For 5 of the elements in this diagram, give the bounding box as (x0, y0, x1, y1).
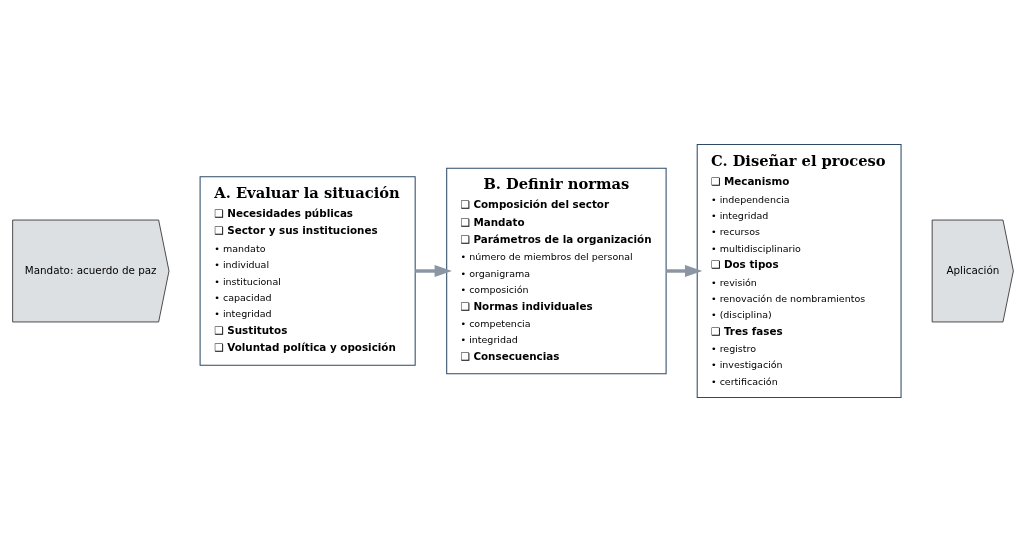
arrow (666, 264, 703, 277)
node-box: A. Evaluar la situación ❑ Necesidades públicas ❑ Sector y sus instituciones • mandato • individual • institucional • capacidad • integridad ❑ Sustitutos ❑ Voluntad política y oposición (199, 175, 416, 366)
node-box: B. Definir normas ❑ Composición del sector ❑ Mandato ❑ Parámetros de la organización • número de miembros del personal • organigrama • composición ❑ Normas individuales • competencia • integridad ❑ Consecuencias (446, 167, 667, 374)
node-box: C. Diseñar el proceso ❑ Mecanismo • independencia • integridad • recursos • multidisciplinario ❑ Dos tipos • revisión • renovación de nombramientos • (disciplina) ❑ Tres fases • registro • investigación • certificación (696, 143, 902, 398)
arrow (415, 264, 452, 277)
